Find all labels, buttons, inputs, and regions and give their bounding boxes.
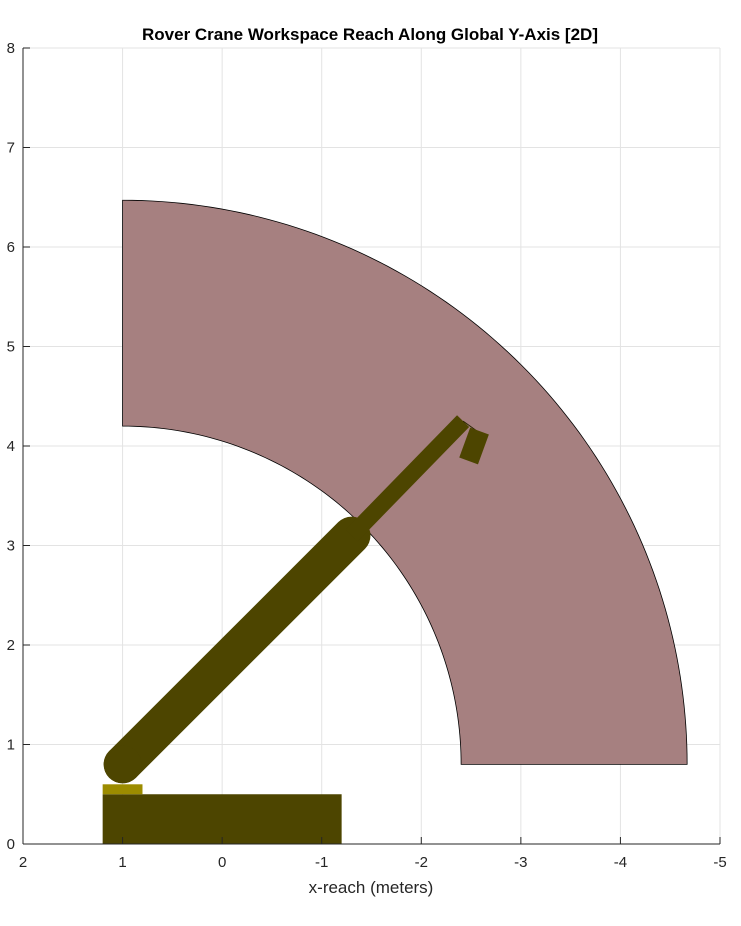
x-axis-label: x-reach (meters): [309, 878, 434, 897]
crane-end-effector: [459, 427, 489, 465]
y-tick-label: 2: [7, 637, 15, 654]
rover-body: [102, 794, 342, 844]
crane-base-block: [102, 784, 143, 795]
y-tick-label: 3: [7, 538, 15, 555]
rover-layer: [102, 415, 489, 844]
axes: 2 1 0 -1 -2 -3 -4 -5 0 1 2 3 4 5 6 7 8: [7, 40, 727, 871]
y-tick-label: 5: [7, 339, 15, 356]
x-tick-label: -3: [514, 854, 527, 871]
x-tick-label: 0: [218, 854, 226, 871]
y-tick-label: 7: [7, 140, 15, 157]
x-tick-label: 2: [19, 854, 27, 871]
y-tick-label: 6: [7, 239, 15, 256]
x-tick-label: -4: [614, 854, 627, 871]
chart-title: Rover Crane Workspace Reach Along Global…: [142, 25, 598, 44]
y-tick-label: 0: [7, 836, 15, 853]
x-tick-label: -2: [415, 854, 428, 871]
crane-arm-lower: [103, 516, 371, 784]
x-tick-label: -1: [315, 854, 328, 871]
y-tick-label: 8: [7, 40, 15, 57]
x-tick-label: -5: [713, 854, 726, 871]
crane-arm-upper: [345, 415, 470, 542]
x-tick-label: 1: [118, 854, 126, 871]
crane-shoulder-joint: [103, 745, 142, 784]
y-tick-label: 4: [7, 438, 15, 455]
y-tick-label: 1: [7, 737, 15, 754]
